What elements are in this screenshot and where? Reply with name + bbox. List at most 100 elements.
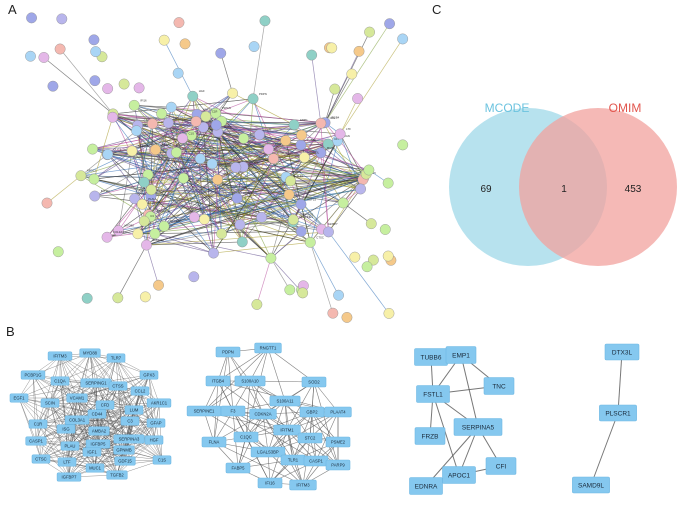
b2-node: CDKN2A — [249, 408, 277, 420]
string-edge — [146, 173, 367, 246]
b1-node-box — [57, 457, 77, 467]
string-node: C3 — [138, 214, 154, 227]
b4-edge — [617, 351, 623, 414]
b2-node-label: SOD2 — [308, 379, 320, 384]
string-node — [139, 291, 151, 303]
b2-node-label: F3 — [231, 408, 237, 413]
string-node-circle — [133, 82, 145, 94]
b1-node-label: GDF15 — [118, 458, 132, 463]
string-node-circle — [364, 26, 375, 38]
b2-node: S100A10 — [234, 375, 266, 387]
b2-node-box — [273, 424, 301, 436]
string-node-circle — [107, 111, 119, 123]
string-node-circle — [26, 12, 37, 24]
b3-node-label: TUBB6 — [421, 354, 442, 361]
b1-node-box — [108, 381, 128, 391]
string-edge — [106, 127, 204, 238]
b1-edge — [18, 397, 67, 430]
string-node-label: FABP5 — [249, 160, 258, 164]
b1-edge — [65, 420, 131, 430]
string-node — [323, 226, 334, 238]
string-edge — [107, 154, 214, 254]
string-node — [198, 213, 210, 225]
string-node: TLR7 — [256, 210, 275, 223]
string-edge — [107, 154, 244, 168]
venn-diagram: MCODE OMIM 69 1 453 — [449, 101, 677, 266]
b4-node: SAMD9L — [572, 476, 610, 494]
b1-edge — [32, 374, 78, 421]
b1-node: GPX3 — [139, 370, 159, 380]
string-node: EDNCS1 — [141, 238, 164, 251]
b1-node-label: C1QA — [54, 378, 66, 383]
b1-node: C1S — [152, 455, 172, 465]
b2-node-box — [201, 436, 227, 448]
b2-node-label: PDPN — [222, 349, 234, 354]
b2-node-label: CASP1 — [309, 458, 323, 463]
string-node: TSPAN — [210, 106, 231, 119]
b2-node-box — [269, 395, 301, 407]
string-node: EMP1 — [288, 118, 308, 131]
string-edge — [154, 233, 214, 254]
b3-node-box — [442, 466, 476, 484]
string-edge — [183, 177, 222, 234]
b3-edge — [460, 354, 479, 428]
string-node-circle — [138, 215, 150, 227]
string-node-circle — [256, 211, 267, 223]
b1-edge — [35, 397, 78, 442]
string-node: IFITM3 — [89, 189, 110, 202]
string-node-circle — [102, 148, 114, 160]
string-node-label: IFI16 — [140, 98, 147, 102]
string-edge — [252, 20, 266, 99]
string-node — [296, 129, 307, 141]
b3-node: SERPINA5 — [453, 418, 503, 436]
string-node-circle — [56, 13, 68, 25]
b2-edge — [286, 381, 315, 431]
string-node-circle — [112, 292, 124, 304]
string-node-label: SCIN — [275, 142, 282, 146]
string-node-label: TUBB6 — [307, 138, 316, 142]
string-edge — [92, 148, 262, 218]
string-edge — [117, 244, 147, 299]
b2-node-label: C1QC — [240, 434, 252, 439]
string-node — [259, 15, 271, 27]
string-node-circle — [346, 68, 358, 80]
b2-node-label: IFI16 — [265, 480, 275, 485]
b2-edge — [232, 410, 317, 462]
string-node-label: GBP2 — [144, 118, 152, 122]
b1-edge — [76, 419, 157, 424]
string-node-circle — [179, 38, 191, 50]
string-node-label: PDPN — [259, 92, 267, 96]
b1-node-label: CFD — [101, 402, 110, 407]
string-node-circle — [147, 118, 158, 130]
string-node — [337, 197, 349, 209]
string-node-circle — [295, 226, 307, 237]
string-node-circle — [129, 193, 141, 205]
string-node — [230, 162, 242, 173]
string-node-label: TSPAN — [222, 106, 231, 110]
string-edge — [93, 178, 262, 218]
string-node — [363, 164, 375, 176]
string-node-circle — [136, 198, 148, 210]
b2-node-label: LGALS3BP — [257, 449, 279, 454]
string-node-circle — [355, 183, 366, 195]
string-node — [54, 43, 66, 55]
b1-node-box — [56, 472, 82, 482]
string-node-circle — [379, 224, 391, 235]
string-node-circle — [177, 132, 188, 144]
b1-node: IGFBP5 — [85, 439, 111, 449]
b1-edge — [139, 390, 155, 441]
string-node — [365, 218, 377, 230]
b2-edge — [213, 441, 304, 486]
string-node: PDPN — [247, 92, 267, 105]
b1-node-box — [120, 416, 140, 426]
b1-node-label: GPX3 — [143, 372, 155, 377]
string-edge — [43, 57, 114, 115]
string-node — [383, 308, 395, 319]
string-node-label: AMBA2 — [162, 143, 172, 147]
string-node — [26, 12, 37, 24]
string-node — [353, 45, 365, 57]
string-node — [265, 252, 277, 264]
string-node-circle — [212, 174, 223, 186]
b1-node-box — [146, 398, 172, 408]
